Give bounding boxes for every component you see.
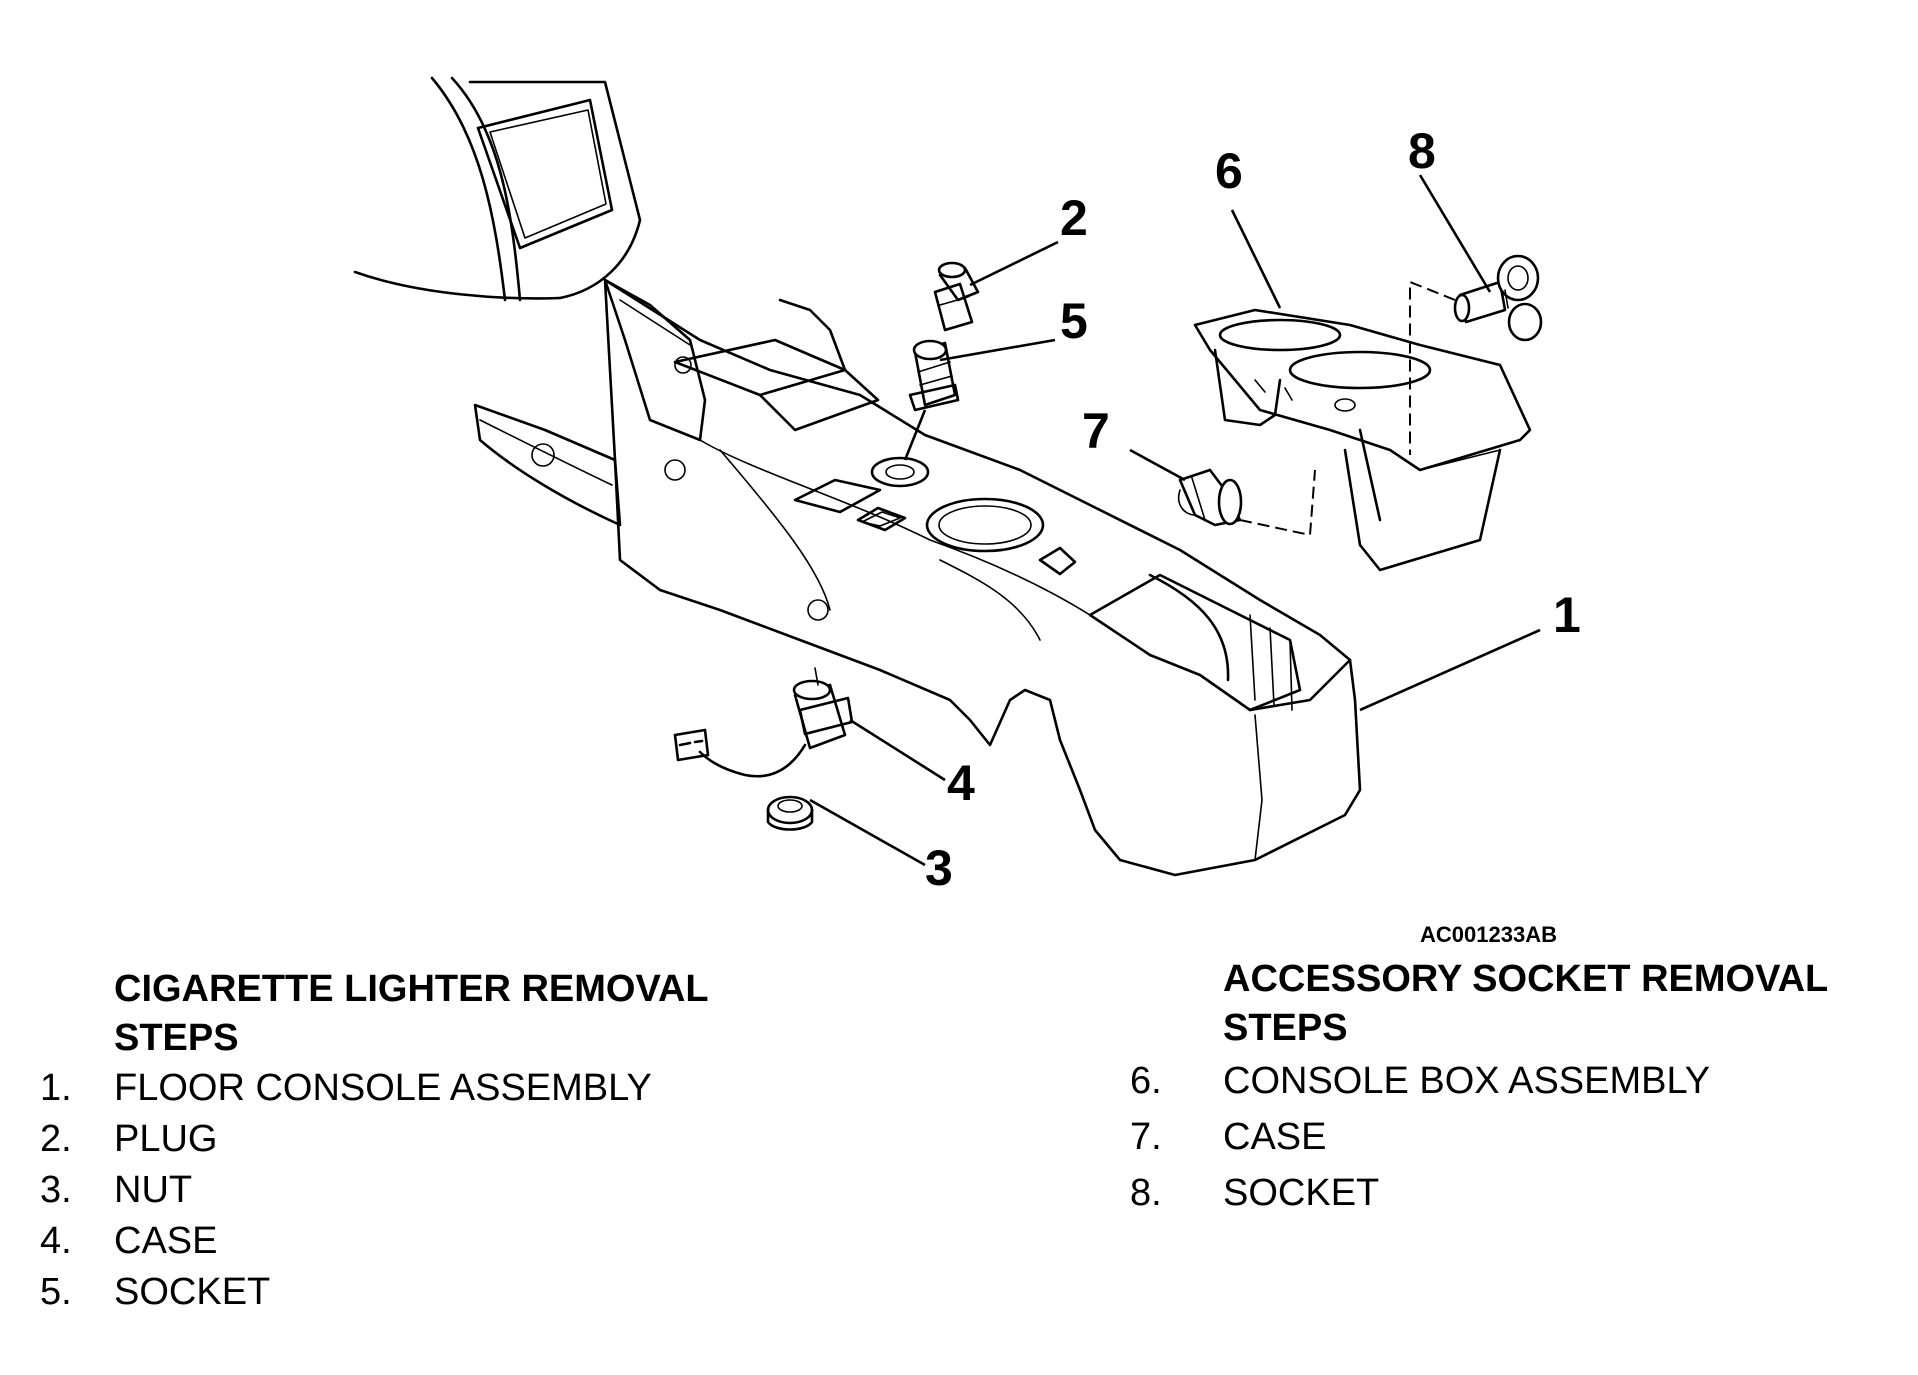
accessory-socket-section: ACCESSORY SOCKET REMOVAL STEPS 6. CONSOLE… <box>1130 955 1910 1221</box>
installation-lines <box>1239 280 1456 537</box>
step-number: 3. <box>40 1169 72 1211</box>
leader-lines <box>809 174 1541 867</box>
list-item: 5. SOCKET <box>40 1267 840 1318</box>
step-label: SOCKET <box>1223 1172 1380 1214</box>
callout-4: 4 <box>947 755 975 811</box>
list-item: 2. PLUG <box>40 1114 840 1165</box>
step-label: CASE <box>114 1220 218 1262</box>
figure-code-label: AC001233AB <box>1420 922 1557 947</box>
cigarette-heading-line1: CIGARETTE LIGHTER REMOVAL <box>114 968 709 1010</box>
cigarette-lighter-section: CIGARETTE LIGHTER REMOVAL STEPS 1. FLOOR … <box>40 965 840 1318</box>
step-label: NUT <box>114 1169 193 1211</box>
console-box-assembly-part <box>1193 308 1532 572</box>
callout-2: 2 <box>1060 190 1088 246</box>
nut-part <box>766 795 814 831</box>
step-label: FLOOR CONSOLE ASSEMBLY <box>114 1067 652 1109</box>
callout-1: 1 <box>1553 587 1581 643</box>
case-part-4 <box>673 667 854 778</box>
step-label: CONSOLE BOX ASSEMBLY <box>1223 1060 1711 1102</box>
socket-part-8 <box>1453 254 1543 342</box>
case-part-7 <box>1177 468 1243 527</box>
cigarette-steps-list: 1. FLOOR CONSOLE ASSEMBLY 2. PLUG 3. NUT 4.… <box>40 1063 840 1318</box>
accessory-steps-list: 6. CONSOLE BOX ASSEMBLY 7. CASE 8. SOCKET <box>1130 1053 1910 1221</box>
step-number: 5. <box>40 1271 72 1313</box>
floor-console-assembly <box>473 278 1362 877</box>
step-label: PLUG <box>114 1118 218 1160</box>
list-item: 3. NUT <box>40 1165 840 1216</box>
list-item: 7. CASE <box>1130 1109 1910 1165</box>
step-number: 2. <box>40 1118 72 1160</box>
step-number: 1. <box>40 1067 72 1109</box>
step-number: 4. <box>40 1220 72 1262</box>
callout-5: 5 <box>1060 293 1088 349</box>
step-number: 7. <box>1130 1116 1162 1158</box>
step-number: 6. <box>1130 1060 1162 1102</box>
accessory-heading-line2: STEPS <box>1223 1007 1348 1049</box>
callout-6: 6 <box>1215 143 1243 199</box>
callout-8: 8 <box>1408 123 1436 179</box>
list-item: 1. FLOOR CONSOLE ASSEMBLY <box>40 1063 840 1114</box>
socket-part-5 <box>903 339 960 461</box>
callout-3: 3 <box>925 840 953 896</box>
exploded-view-diagram: 1 2 3 4 5 6 7 8 AC001233AB <box>353 76 1581 896</box>
list-item: 4. CASE <box>40 1216 840 1267</box>
step-label: SOCKET <box>114 1271 271 1313</box>
accessory-heading-line1: ACCESSORY SOCKET REMOVAL <box>1223 958 1829 1000</box>
step-label: CASE <box>1223 1116 1327 1158</box>
list-item: 8. SOCKET <box>1130 1165 1910 1221</box>
cigarette-heading-line2: STEPS <box>114 1017 239 1059</box>
step-number: 8. <box>1130 1172 1162 1214</box>
callout-7: 7 <box>1082 403 1110 459</box>
plug-part <box>933 261 980 332</box>
instrument-panel <box>353 76 642 302</box>
list-item: 6. CONSOLE BOX ASSEMBLY <box>1130 1053 1910 1109</box>
